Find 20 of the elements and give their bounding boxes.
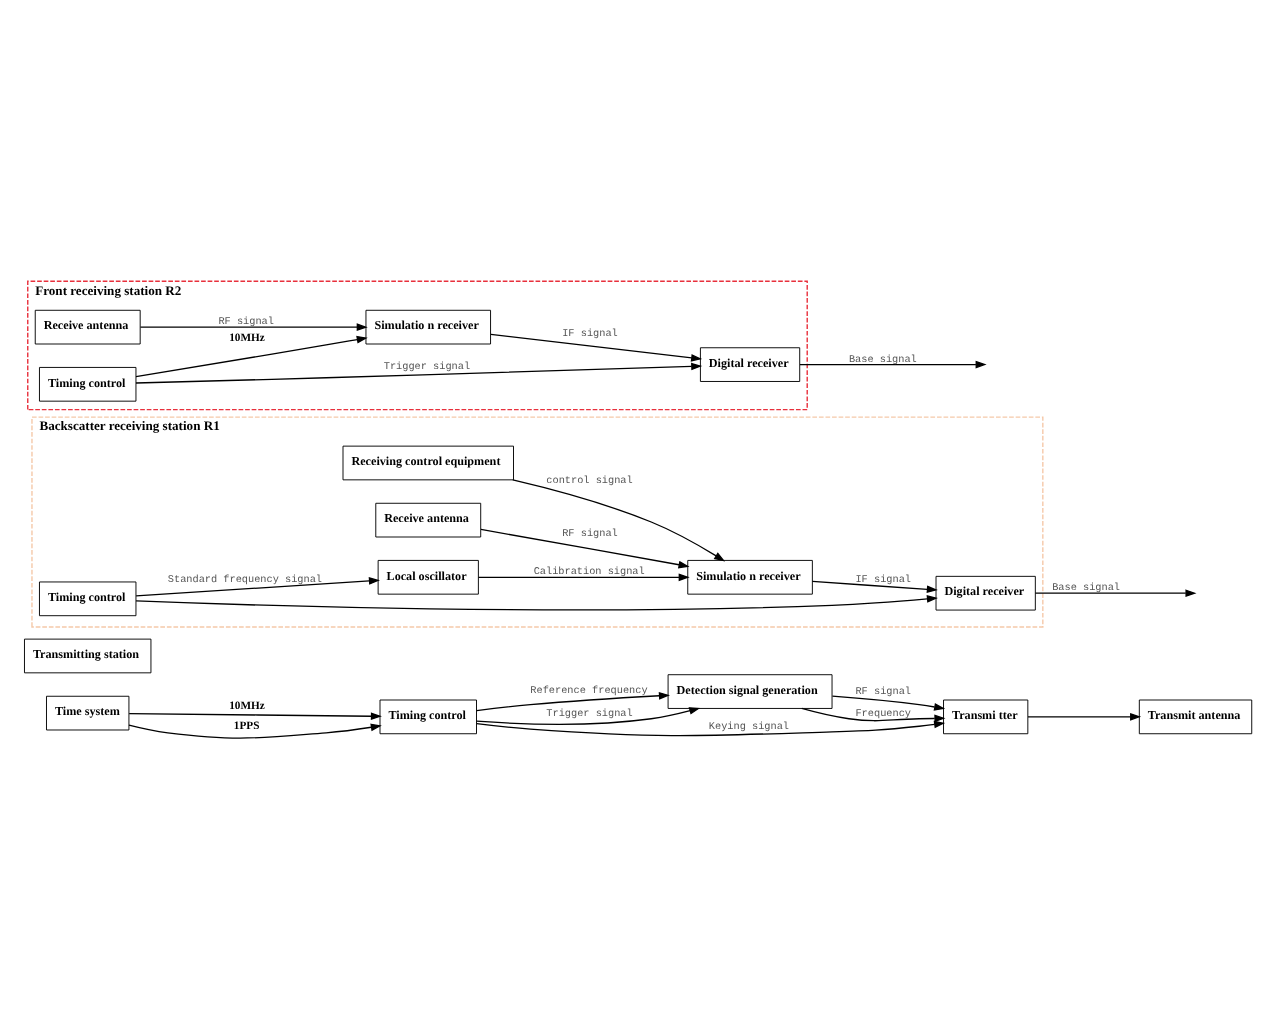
arrow xyxy=(799,359,987,368)
arrow xyxy=(135,594,938,610)
arrow xyxy=(135,361,703,383)
arrow xyxy=(476,690,670,711)
arrow xyxy=(128,711,382,720)
arrow xyxy=(1034,588,1197,597)
arrow xyxy=(831,694,946,710)
arrow xyxy=(1027,712,1142,720)
arrow xyxy=(811,579,938,593)
arrow xyxy=(512,478,726,561)
arrow xyxy=(476,719,946,736)
arrow xyxy=(139,322,368,331)
arrow xyxy=(476,706,701,724)
arrow xyxy=(490,332,703,361)
arrow xyxy=(128,722,382,738)
arrow xyxy=(477,572,690,581)
arrow xyxy=(135,576,380,596)
arrow xyxy=(480,527,690,568)
arrow xyxy=(801,706,946,722)
arrow xyxy=(135,334,368,377)
